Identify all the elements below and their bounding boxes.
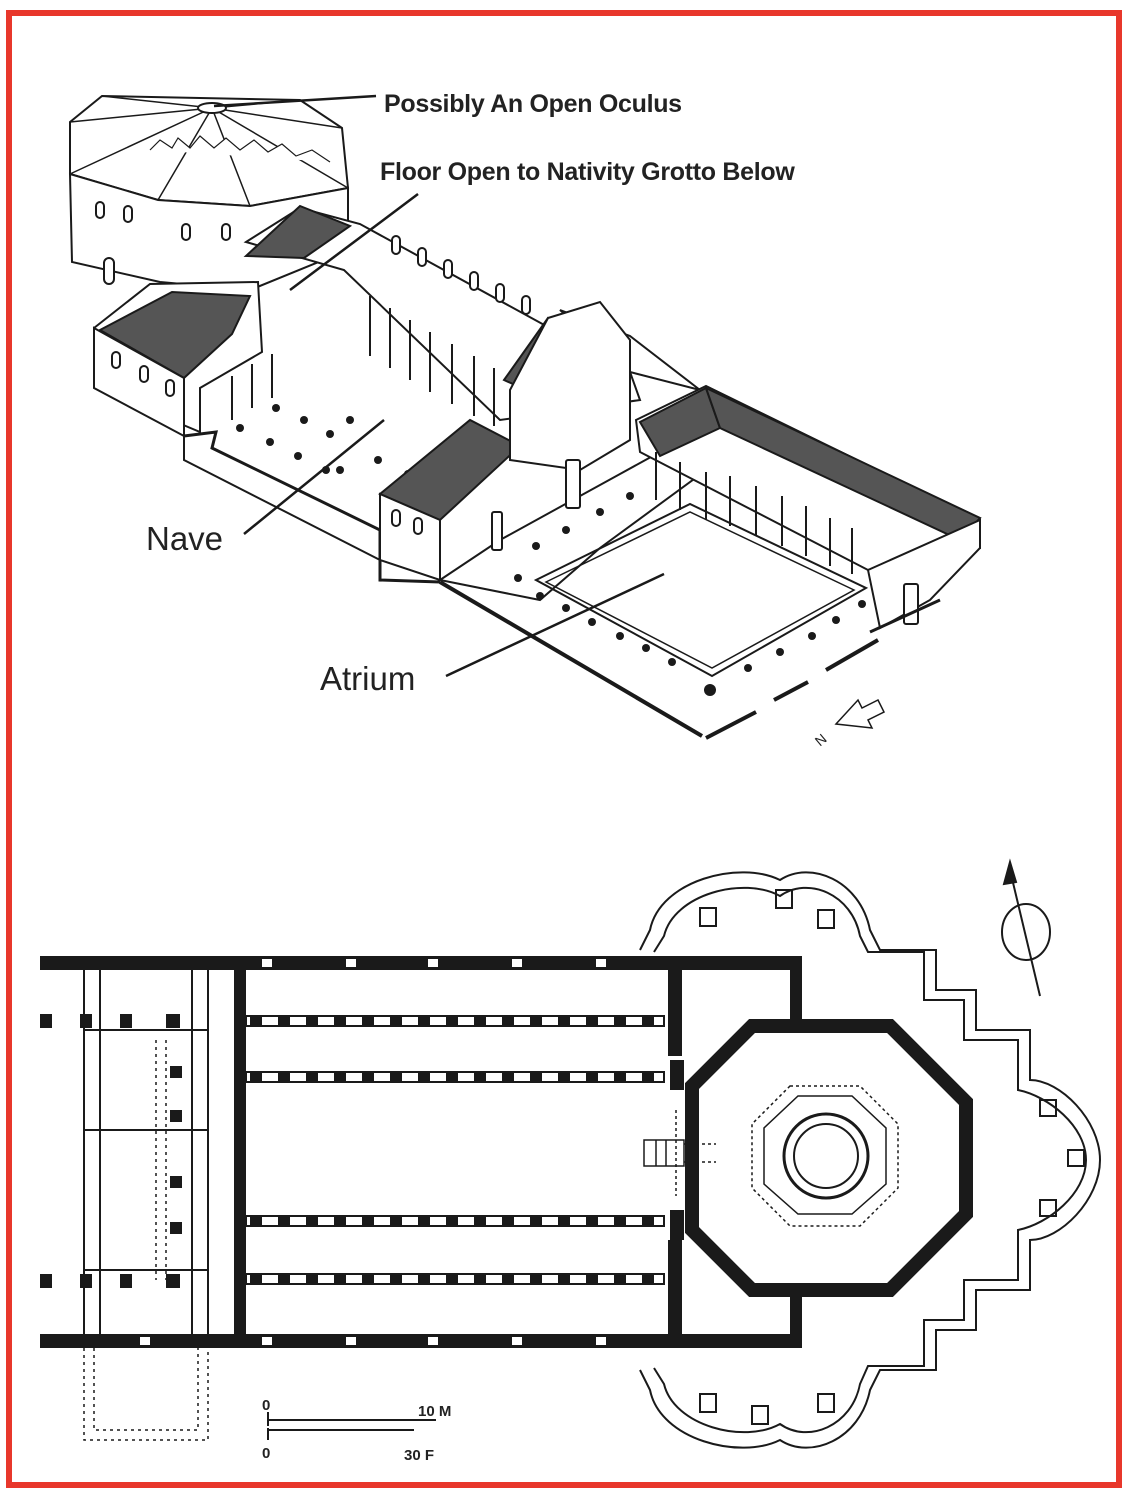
column-block: [306, 1216, 318, 1226]
atrium-court: [438, 384, 982, 740]
scale-feet-zero: 0: [262, 1445, 270, 1462]
column-block: [614, 1274, 626, 1284]
column-block: [362, 1016, 374, 1026]
column-block: [558, 1216, 570, 1226]
axonometric-view: [68, 94, 982, 740]
column-block: [334, 1274, 346, 1284]
column-block: [502, 1072, 514, 1082]
nave-colonnades: [245, 1015, 665, 1285]
column-block: [530, 1072, 542, 1082]
compass-icon: [1001, 858, 1051, 997]
floor-plan: [40, 858, 1102, 1449]
column-block: [614, 1016, 626, 1026]
column-block: [530, 1016, 542, 1026]
column-block: [558, 1016, 570, 1026]
column-block: [530, 1216, 542, 1226]
column-block: [418, 1274, 430, 1284]
column-block: [614, 1072, 626, 1082]
column-block: [362, 1072, 374, 1082]
column-block: [586, 1216, 598, 1226]
column-block: [502, 1216, 514, 1226]
column-block: [530, 1274, 542, 1284]
column-block: [446, 1216, 458, 1226]
label-nave: Nave: [146, 520, 223, 557]
nave-building: [92, 204, 722, 602]
column-block: [418, 1072, 430, 1082]
column-block: [278, 1274, 290, 1284]
column-block: [362, 1274, 374, 1284]
column-block: [390, 1072, 402, 1082]
column-block: [446, 1016, 458, 1026]
column-block: [334, 1216, 346, 1226]
label-oculus: Possibly An Open Oculus: [384, 90, 682, 118]
column-block: [278, 1216, 290, 1226]
column-block: [306, 1016, 318, 1026]
column-block: [390, 1274, 402, 1284]
column-block: [642, 1274, 654, 1284]
column-block: [474, 1016, 486, 1026]
column-block: [586, 1016, 598, 1026]
column-block: [474, 1274, 486, 1284]
column-block: [586, 1072, 598, 1082]
column-block: [586, 1274, 598, 1284]
column-block: [642, 1016, 654, 1026]
column-block: [502, 1274, 514, 1284]
leader-lines: [213, 94, 665, 678]
label-floor-open: Floor Open to Nativity Grotto Below: [380, 158, 795, 186]
column-block: [250, 1016, 262, 1026]
column-block: [642, 1072, 654, 1082]
column-block: [306, 1274, 318, 1284]
column-block: [334, 1072, 346, 1082]
scale-bar: [267, 1412, 436, 1440]
column-block: [446, 1072, 458, 1082]
column-block: [418, 1216, 430, 1226]
column-block: [390, 1016, 402, 1026]
column-block: [502, 1016, 514, 1026]
label-atrium: Atrium: [320, 660, 415, 697]
column-block: [558, 1274, 570, 1284]
column-block: [390, 1216, 402, 1226]
column-block: [642, 1216, 654, 1226]
north-letter: N: [812, 730, 830, 749]
scale-feet-end: 30 F: [404, 1447, 434, 1464]
scale-metric-zero: 0: [262, 1397, 270, 1414]
column-block: [334, 1016, 346, 1026]
column-block: [474, 1072, 486, 1082]
octagon-rotunda: [68, 94, 350, 292]
column-block: [558, 1072, 570, 1082]
scale-metric-end: 10 M: [418, 1403, 451, 1420]
column-block: [418, 1016, 430, 1026]
column-block: [446, 1274, 458, 1284]
north-arrow-icon: [834, 698, 886, 729]
column-block: [250, 1274, 262, 1284]
column-block: [362, 1216, 374, 1226]
column-block: [250, 1072, 262, 1082]
column-block: [614, 1216, 626, 1226]
column-block: [306, 1072, 318, 1082]
column-block: [278, 1072, 290, 1082]
column-block: [474, 1216, 486, 1226]
column-block: [250, 1216, 262, 1226]
column-block: [278, 1016, 290, 1026]
